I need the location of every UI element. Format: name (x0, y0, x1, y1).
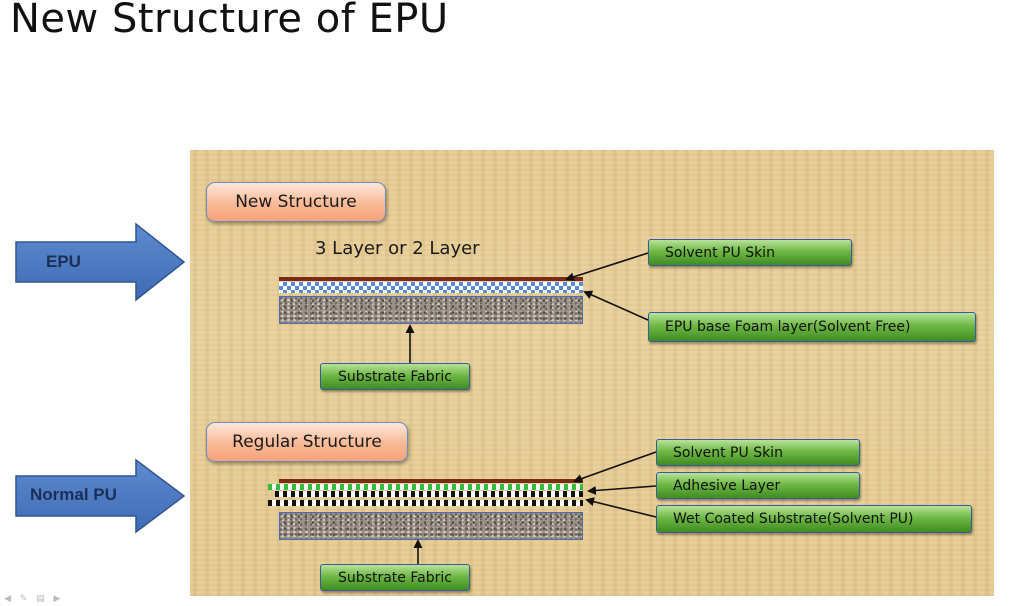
pu-wet-coat-layer (275, 491, 583, 497)
pu-skin-layer (279, 479, 583, 483)
new-structure-label: New Structure (206, 182, 386, 222)
pu-skin-callout: Solvent PU Skin (656, 439, 860, 466)
epu-foam-callout: EPU base Foam layer(Solvent Free) (648, 312, 976, 342)
epu-skin-callout: Solvent PU Skin (648, 239, 852, 266)
epu-substrate-callout: Substrate Fabric (320, 363, 470, 390)
pu-adhesive-arrow (587, 485, 657, 495)
epu-skin-layer (279, 277, 583, 281)
regular-structure-label: Regular Structure (206, 422, 408, 462)
pu-wet-coat-callout: Wet Coated Substrate(Solvent PU) (656, 505, 972, 533)
pu-substrate-layer (279, 512, 583, 540)
pu-wet-coat-layer-2 (268, 500, 583, 506)
epu-foam-layer (279, 282, 583, 293)
page-title: New Structure of EPU (10, 0, 449, 42)
epu-arrow-label: EPU (46, 252, 81, 271)
pu-adhesive-layer (268, 484, 583, 490)
normal-pu-arrow-icon (15, 458, 186, 534)
normal-pu-arrow-label: Normal PU (30, 485, 117, 504)
epu-skin-arrow (565, 252, 649, 282)
pu-substrate-callout: Substrate Fabric (320, 564, 470, 591)
pu-skin-arrow (573, 451, 657, 483)
pu-wet-coat-arrow (585, 497, 657, 518)
epu-arrow-icon (15, 222, 186, 302)
epu-foam-arrow (583, 290, 649, 321)
layer-count-text: 3 Layer or 2 Layer (315, 238, 480, 259)
slide-nav-icons[interactable]: ◀ ✎ ▤ ▶ (4, 594, 64, 604)
epu-substrate-layer (279, 296, 583, 324)
pu-adhesive-callout: Adhesive Layer (656, 472, 860, 499)
